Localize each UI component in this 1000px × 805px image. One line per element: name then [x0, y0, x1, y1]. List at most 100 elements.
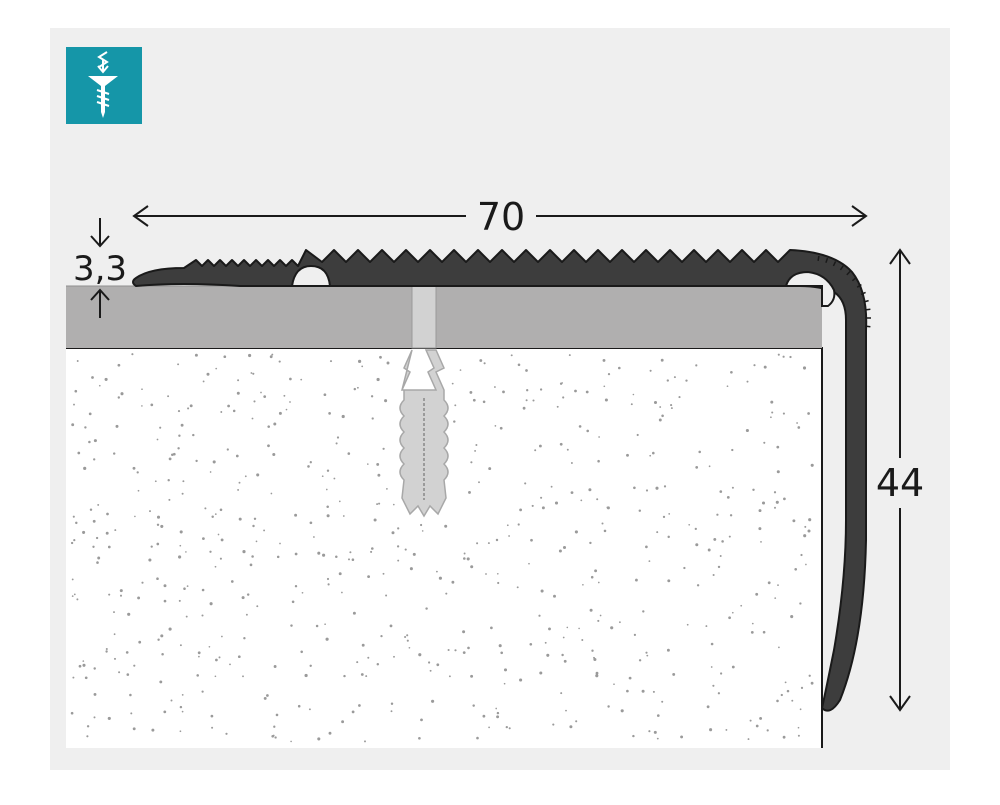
concrete-dot: [406, 639, 409, 642]
concrete-dot: [495, 707, 498, 710]
concrete-dot: [283, 394, 286, 397]
concrete-dot: [218, 656, 221, 659]
concrete-dot: [497, 581, 500, 585]
concrete-dot: [468, 490, 471, 494]
concrete-dot: [562, 545, 567, 550]
concrete-dot: [252, 524, 255, 528]
concrete-dot: [126, 673, 130, 676]
concrete-dot: [649, 369, 652, 372]
concrete-dot: [774, 506, 776, 509]
concrete-dot: [784, 681, 787, 684]
concrete-dot: [393, 655, 395, 658]
concrete-dot: [719, 672, 723, 675]
concrete-dot: [490, 626, 493, 630]
concrete-dot: [539, 671, 543, 675]
concrete-dot: [95, 536, 99, 540]
concrete-dot: [683, 566, 686, 570]
concrete-dot: [245, 613, 248, 616]
concrete-dot: [389, 624, 393, 628]
concrete-dot: [202, 537, 205, 540]
concrete-dot: [420, 718, 423, 722]
concrete-dot: [309, 664, 312, 667]
concrete-dot: [256, 605, 259, 608]
concrete-dot: [803, 534, 807, 538]
concrete-dot: [272, 452, 276, 457]
concrete-dot: [753, 364, 756, 367]
concrete-dot: [73, 539, 76, 542]
concrete-dot: [370, 395, 374, 398]
concrete-dot: [289, 377, 292, 381]
concrete-dot: [294, 552, 298, 556]
concrete-dot: [324, 623, 326, 626]
concrete-dot: [666, 379, 669, 382]
concrete-dot: [272, 734, 275, 737]
concrete-dot: [386, 361, 390, 365]
concrete-dot: [617, 366, 621, 370]
concrete-dot: [451, 580, 455, 584]
concrete-dot: [342, 515, 345, 517]
concrete-dot: [290, 624, 293, 627]
concrete-dot: [558, 549, 562, 553]
concrete-dot: [429, 669, 432, 672]
concrete-dot: [649, 454, 652, 457]
concrete-dot: [792, 519, 796, 523]
rear-cavity: [784, 270, 836, 307]
concrete-dot: [602, 358, 606, 362]
concrete-dot: [695, 466, 699, 469]
concrete-dot: [347, 452, 351, 455]
concrete-dot: [367, 463, 369, 465]
concrete-dot: [626, 453, 629, 457]
concrete-dot: [382, 447, 385, 450]
concrete-dot: [796, 422, 798, 424]
concrete-dot: [141, 405, 143, 407]
concrete-dot: [323, 393, 327, 397]
concrete-dot: [589, 541, 592, 545]
concrete-dot: [352, 611, 356, 615]
concrete-dot: [376, 377, 380, 382]
concrete-dot: [668, 513, 671, 515]
concrete-dot: [538, 444, 542, 448]
concrete-dot: [177, 410, 181, 413]
concrete-dot: [138, 640, 142, 644]
concrete-dot: [653, 400, 658, 405]
concrete-dot: [694, 527, 697, 531]
concrete-dot: [149, 510, 151, 513]
concrete-dot: [578, 425, 582, 428]
concrete-dot: [791, 699, 794, 702]
concrete-dot: [313, 536, 315, 538]
concrete-dot: [249, 563, 253, 567]
concrete-dot: [179, 705, 183, 709]
concrete-dot: [113, 633, 116, 636]
concrete-dot: [235, 454, 239, 458]
concrete-dot: [505, 725, 508, 729]
width-dimension: 70: [132, 195, 868, 239]
concrete-dot: [808, 674, 811, 677]
concrete-dot: [752, 488, 755, 492]
concrete-dot: [731, 486, 734, 489]
concrete-dot: [553, 594, 556, 598]
concrete-dot: [386, 488, 388, 490]
concrete-dot: [646, 654, 649, 657]
concrete-dot: [341, 720, 345, 724]
concrete-dot: [93, 716, 96, 719]
concrete-dot: [475, 444, 478, 446]
concrete-dot: [317, 737, 321, 741]
concrete-dot: [770, 400, 774, 404]
concrete-dot: [516, 586, 519, 589]
concrete-dot: [163, 710, 167, 714]
concrete-dot: [105, 531, 109, 535]
concrete-dot: [603, 385, 606, 388]
concrete-dot: [661, 700, 664, 703]
height-arrow-top: [889, 248, 911, 265]
concrete-dot: [396, 545, 400, 548]
concrete-dot: [569, 725, 573, 729]
concrete-dot: [84, 676, 88, 680]
concrete-dot: [217, 533, 220, 536]
concrete-dot: [182, 480, 185, 483]
concrete-dot: [211, 515, 214, 518]
concrete-dot: [242, 550, 246, 554]
concrete-dot: [154, 480, 157, 483]
concrete-dot: [267, 444, 270, 448]
concrete-dot: [719, 490, 723, 493]
concrete-dot: [106, 512, 109, 516]
